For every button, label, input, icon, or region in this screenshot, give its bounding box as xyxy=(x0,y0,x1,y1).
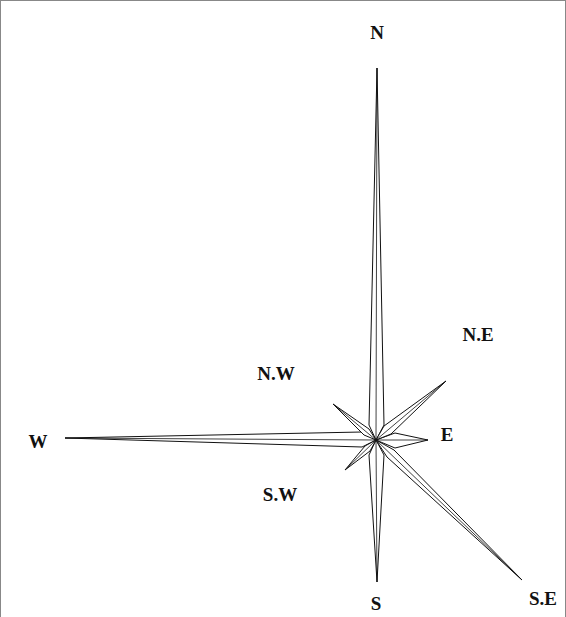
direction-label: N.W xyxy=(257,364,294,383)
ray-north-west xyxy=(333,404,376,440)
ray-south-west xyxy=(345,440,376,470)
ray-axis xyxy=(376,440,428,441)
ray-axis xyxy=(376,440,377,582)
frame-left xyxy=(0,0,1,617)
ray-west xyxy=(65,432,376,447)
ray-north-east xyxy=(376,381,446,440)
frame-right xyxy=(565,0,566,617)
direction-label: S xyxy=(371,594,382,613)
direction-label: E xyxy=(441,425,454,444)
ray-north xyxy=(369,68,384,440)
ray-south xyxy=(369,440,384,582)
ray-axis xyxy=(345,440,376,470)
ray-axis xyxy=(376,440,522,580)
direction-label: W xyxy=(29,432,48,451)
direction-label: S.W xyxy=(263,485,297,504)
direction-label: N xyxy=(370,23,384,42)
ray-axis xyxy=(376,381,446,440)
ray-axis xyxy=(376,68,377,440)
ray-axis xyxy=(333,404,376,440)
direction-label: N.E xyxy=(462,325,493,344)
ray-axis xyxy=(65,438,376,440)
direction-label: S.E xyxy=(529,589,557,608)
ray-south-east xyxy=(376,440,522,580)
frame-top xyxy=(0,0,566,1)
